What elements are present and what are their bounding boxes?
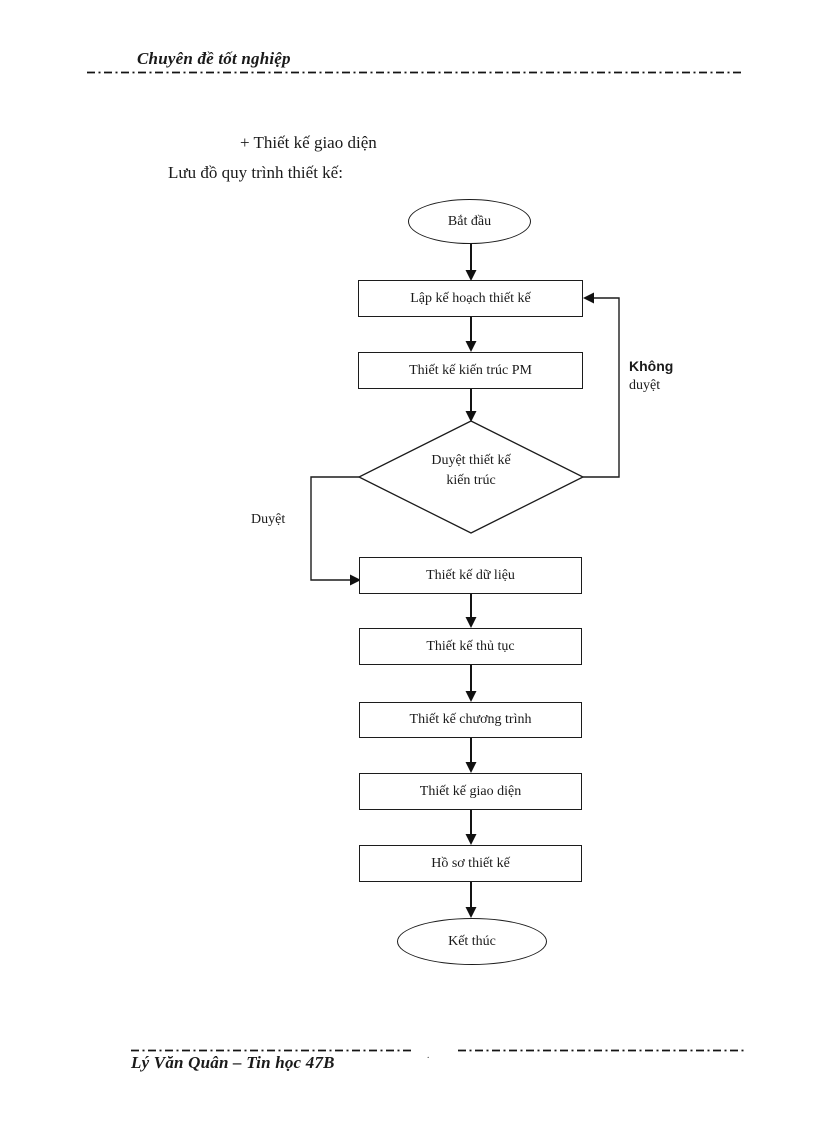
footer-page-mark: · xyxy=(427,1054,430,1062)
reject-label-line1: Không xyxy=(629,358,674,374)
node-end: Kết thúc xyxy=(397,918,547,965)
review-line-1: Duyệt thiết kế xyxy=(431,453,511,468)
page-footer-author: Lý Văn Quân – Tin học 47B xyxy=(131,1053,335,1072)
node-architecture: Thiết kế kiến trúc PM xyxy=(358,352,583,389)
node-procedure-design: Thiết kế thủ tục xyxy=(359,628,582,665)
node-design-dossier: Hồ sơ thiết kế xyxy=(359,845,582,882)
node-plan: Lập kế hoạch thiết kế xyxy=(358,280,583,317)
bullet-line: + Thiết kế giao diện xyxy=(240,133,377,152)
reject-path xyxy=(583,297,620,478)
approve-edge-label: Duyệt xyxy=(251,512,286,527)
flowchart-caption: Lưu đồ quy trình thiết kế: xyxy=(168,163,343,182)
reject-edge-label: Không duyệt xyxy=(629,357,673,395)
node-start: Bắt đầu xyxy=(408,199,531,244)
node-review-label: Duyệt thiết kế kiến trúc xyxy=(371,451,571,491)
node-data-design: Thiết kế dữ liệu xyxy=(359,557,582,594)
node-program-design: Thiết kế chương trình xyxy=(359,702,582,738)
node-interface-design: Thiết kế giao diện xyxy=(359,773,582,810)
review-line-2: kiến trúc xyxy=(446,473,496,488)
approve-path xyxy=(310,476,359,581)
decision-diamond-shape xyxy=(357,420,585,534)
flow-arrows xyxy=(465,243,477,918)
page-header-title: Chuyên đề tốt nghiệp xyxy=(137,49,291,68)
reject-label-line2: duyệt xyxy=(629,378,661,393)
